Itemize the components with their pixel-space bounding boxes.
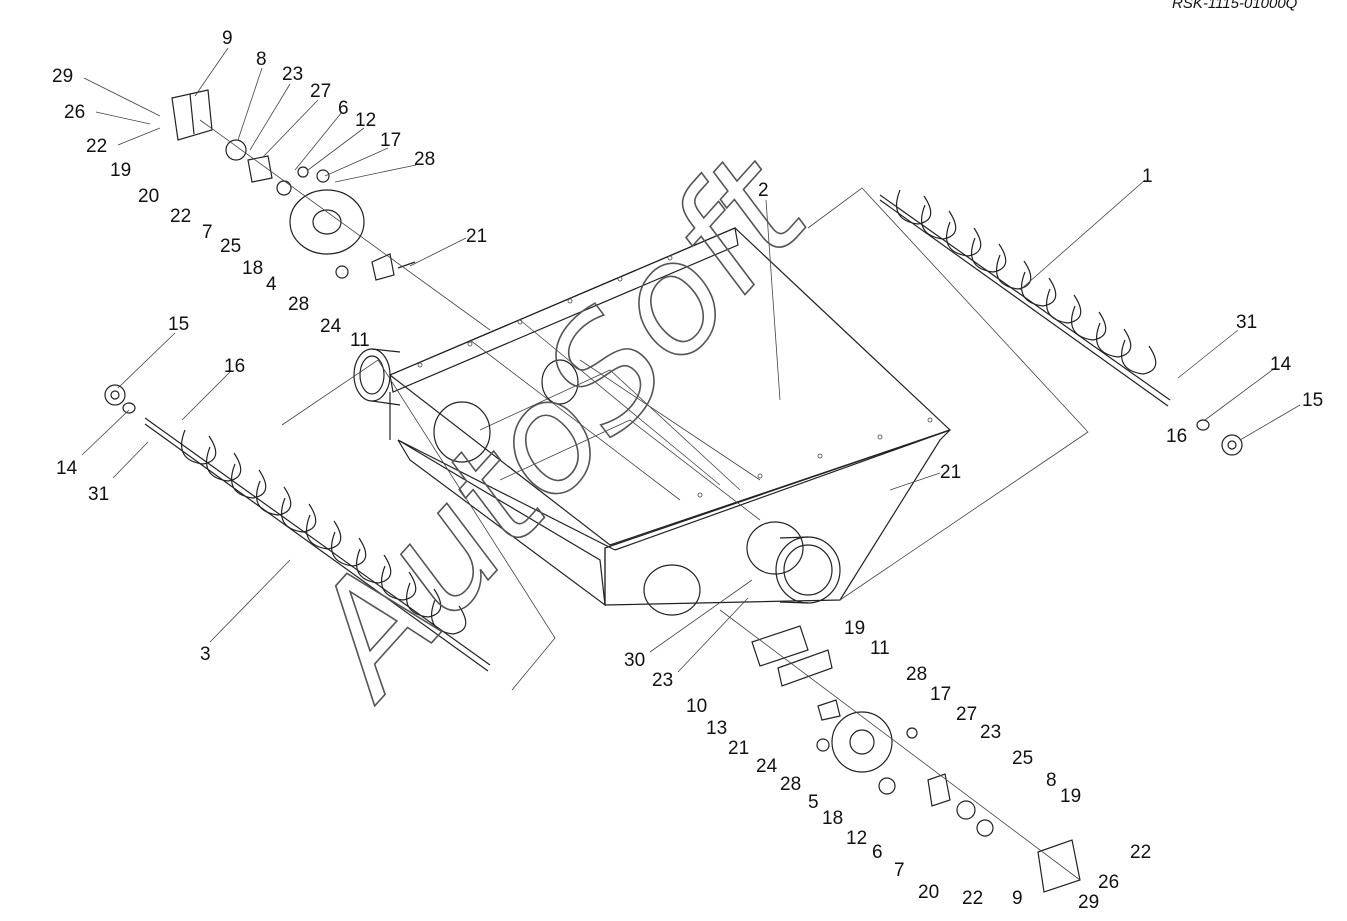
callout-c-2: 2 bbox=[758, 180, 769, 201]
callout-c-19-c: 19 bbox=[1060, 786, 1081, 807]
callout-c-14-b: 14 bbox=[1270, 354, 1292, 375]
callout-c-1: 1 bbox=[1142, 166, 1153, 187]
callout-c-22-a: 22 bbox=[86, 136, 107, 157]
callout-c-26-a: 26 bbox=[64, 102, 85, 123]
callout-c-9-b: 9 bbox=[1012, 888, 1023, 909]
callout-c-31-b: 31 bbox=[1236, 312, 1257, 333]
callout-c-28-a: 28 bbox=[414, 149, 435, 170]
callout-c-7-a: 7 bbox=[202, 222, 213, 243]
callout-c-6-a: 6 bbox=[338, 98, 349, 119]
right-pipe-port bbox=[746, 521, 841, 604]
callout-c-10: 10 bbox=[686, 696, 707, 717]
callout-c-15-b: 15 bbox=[1302, 390, 1323, 411]
auger-3 bbox=[144, 417, 491, 672]
callout-c-12-b: 12 bbox=[846, 828, 867, 849]
callout-c-22-b: 22 bbox=[170, 206, 191, 227]
exploded-axis-lines bbox=[199, 119, 1089, 881]
watermark: AutoSoft bbox=[271, 122, 844, 731]
callout-c-29-b: 29 bbox=[1078, 892, 1099, 913]
leader-lines bbox=[81, 47, 1301, 673]
hopper-frame bbox=[388, 227, 952, 616]
callout-c-22-c: 22 bbox=[1130, 842, 1151, 863]
bottom-right-drive-assembly bbox=[751, 625, 1081, 893]
callout-c-23-a: 23 bbox=[282, 64, 303, 85]
callout-c-23-c: 23 bbox=[980, 722, 1001, 743]
callout-c-8-b: 8 bbox=[1046, 770, 1057, 791]
callout-c-11-a: 11 bbox=[350, 330, 370, 351]
callout-c-16-b: 16 bbox=[1166, 426, 1187, 447]
svg-text:AutoSoft: AutoSoft bbox=[272, 123, 843, 730]
callout-c-6-b: 6 bbox=[872, 842, 883, 863]
callout-c-22-d: 22 bbox=[962, 888, 983, 909]
callout-c-25-a: 25 bbox=[220, 236, 241, 257]
callout-c-19-b: 19 bbox=[844, 618, 865, 639]
callout-c-25-b: 25 bbox=[1012, 748, 1033, 769]
callout-c-14-a: 14 bbox=[56, 458, 78, 479]
callout-c-20-a: 20 bbox=[138, 186, 159, 207]
callout-c-28-b: 28 bbox=[288, 294, 309, 315]
callout-c-3: 3 bbox=[200, 644, 211, 665]
callout-c-15-a: 15 bbox=[168, 314, 189, 335]
callout-c-28-d: 28 bbox=[780, 774, 801, 795]
document-number: RSK-1115-01000Q bbox=[1172, 0, 1298, 12]
auger-1 bbox=[879, 189, 1171, 407]
callout-c-18-a: 18 bbox=[242, 258, 263, 279]
callout-c-8-a: 8 bbox=[256, 49, 267, 70]
callout-c-9-a: 9 bbox=[222, 28, 233, 49]
callout-c-11-b: 11 bbox=[870, 638, 890, 659]
callout-c-7-b: 7 bbox=[894, 860, 905, 881]
callout-c-17-b: 17 bbox=[930, 684, 951, 705]
callout-c-19-a: 19 bbox=[110, 160, 131, 181]
callout-c-27-b: 27 bbox=[956, 704, 977, 725]
callout-c-26-b: 26 bbox=[1098, 872, 1119, 893]
sprocket-15-right bbox=[1196, 419, 1243, 456]
callout-c-21-c: 21 bbox=[728, 738, 749, 759]
callout-c-17-a: 17 bbox=[380, 130, 401, 151]
callout-c-21-a: 21 bbox=[466, 226, 487, 247]
callout-c-13: 13 bbox=[706, 718, 727, 739]
callout-c-21-b: 21 bbox=[940, 462, 961, 483]
callout-c-30: 30 bbox=[624, 650, 645, 671]
callout-c-24-a: 24 bbox=[320, 316, 342, 337]
sprocket-15-left bbox=[104, 384, 136, 414]
callout-c-28-c: 28 bbox=[906, 664, 927, 685]
callout-c-27-a: 27 bbox=[310, 81, 331, 102]
callout-c-5: 5 bbox=[808, 792, 819, 813]
callout-c-4-a: 4 bbox=[266, 274, 277, 295]
callout-c-16-a: 16 bbox=[224, 356, 245, 377]
callout-c-29-a: 29 bbox=[52, 66, 73, 87]
left-pipe-port bbox=[353, 348, 401, 406]
callout-c-12-a: 12 bbox=[355, 110, 376, 131]
callout-c-20-b: 20 bbox=[918, 882, 939, 903]
callout-c-23-b: 23 bbox=[652, 670, 673, 691]
top-left-drive-assembly bbox=[171, 89, 416, 281]
callout-c-24-b: 24 bbox=[756, 756, 778, 777]
callout-c-31-a: 31 bbox=[88, 484, 109, 505]
callout-c-18-b: 18 bbox=[822, 808, 843, 829]
